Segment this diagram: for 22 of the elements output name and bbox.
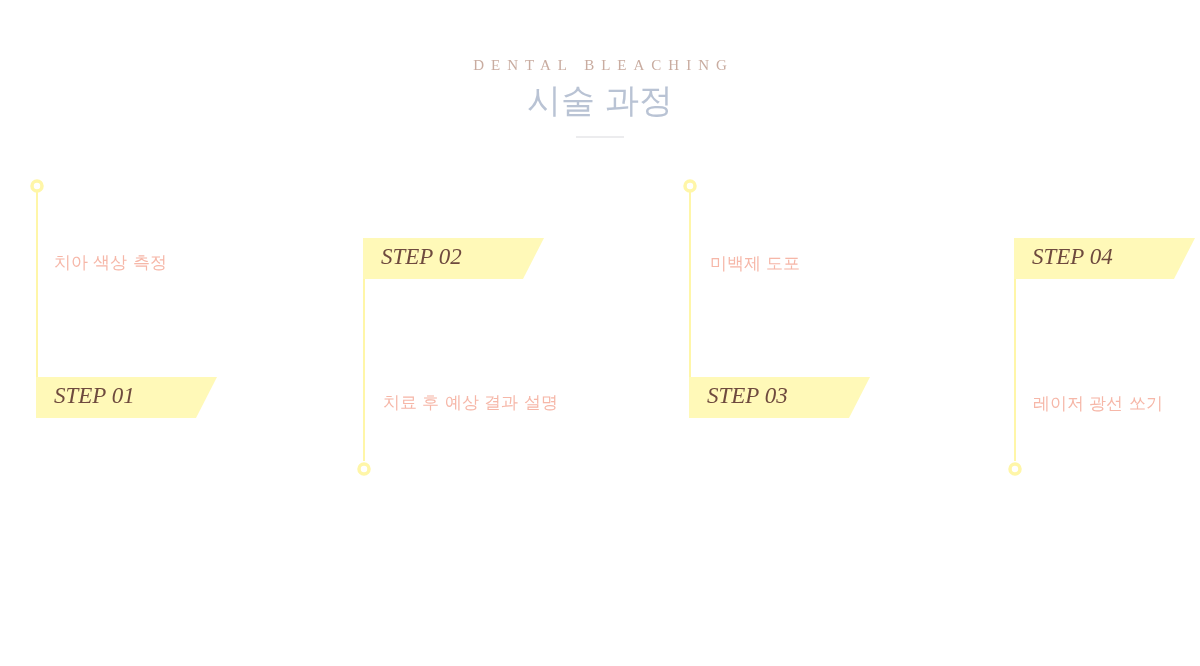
timeline-line xyxy=(689,191,691,378)
timeline-line xyxy=(36,191,38,378)
step-flag xyxy=(363,238,544,279)
section-subtitle: DENTAL BLEACHING xyxy=(472,57,734,73)
step-description: 레이저 광선 쏘기 xyxy=(1033,392,1163,415)
step-flag xyxy=(689,377,870,418)
ring-marker xyxy=(30,178,44,192)
step-flag xyxy=(1014,238,1195,279)
timeline-line xyxy=(363,278,365,462)
step-label: STEP 02 xyxy=(381,244,462,270)
step-flag xyxy=(36,377,217,418)
step-description: 미백제 도포 xyxy=(710,252,801,275)
section-title: 시술 과정 xyxy=(526,80,674,120)
step-label: STEP 03 xyxy=(707,383,788,409)
ring-marker xyxy=(1008,461,1022,475)
timeline-line xyxy=(1014,278,1016,462)
step-label: STEP 04 xyxy=(1032,244,1113,270)
step-description: 치료 후 예상 결과 설명 xyxy=(383,391,558,414)
step-description: 치아 색상 측정 xyxy=(54,251,167,274)
ring-marker xyxy=(357,461,371,475)
ring-marker xyxy=(683,178,697,192)
step-label: STEP 01 xyxy=(54,383,135,409)
